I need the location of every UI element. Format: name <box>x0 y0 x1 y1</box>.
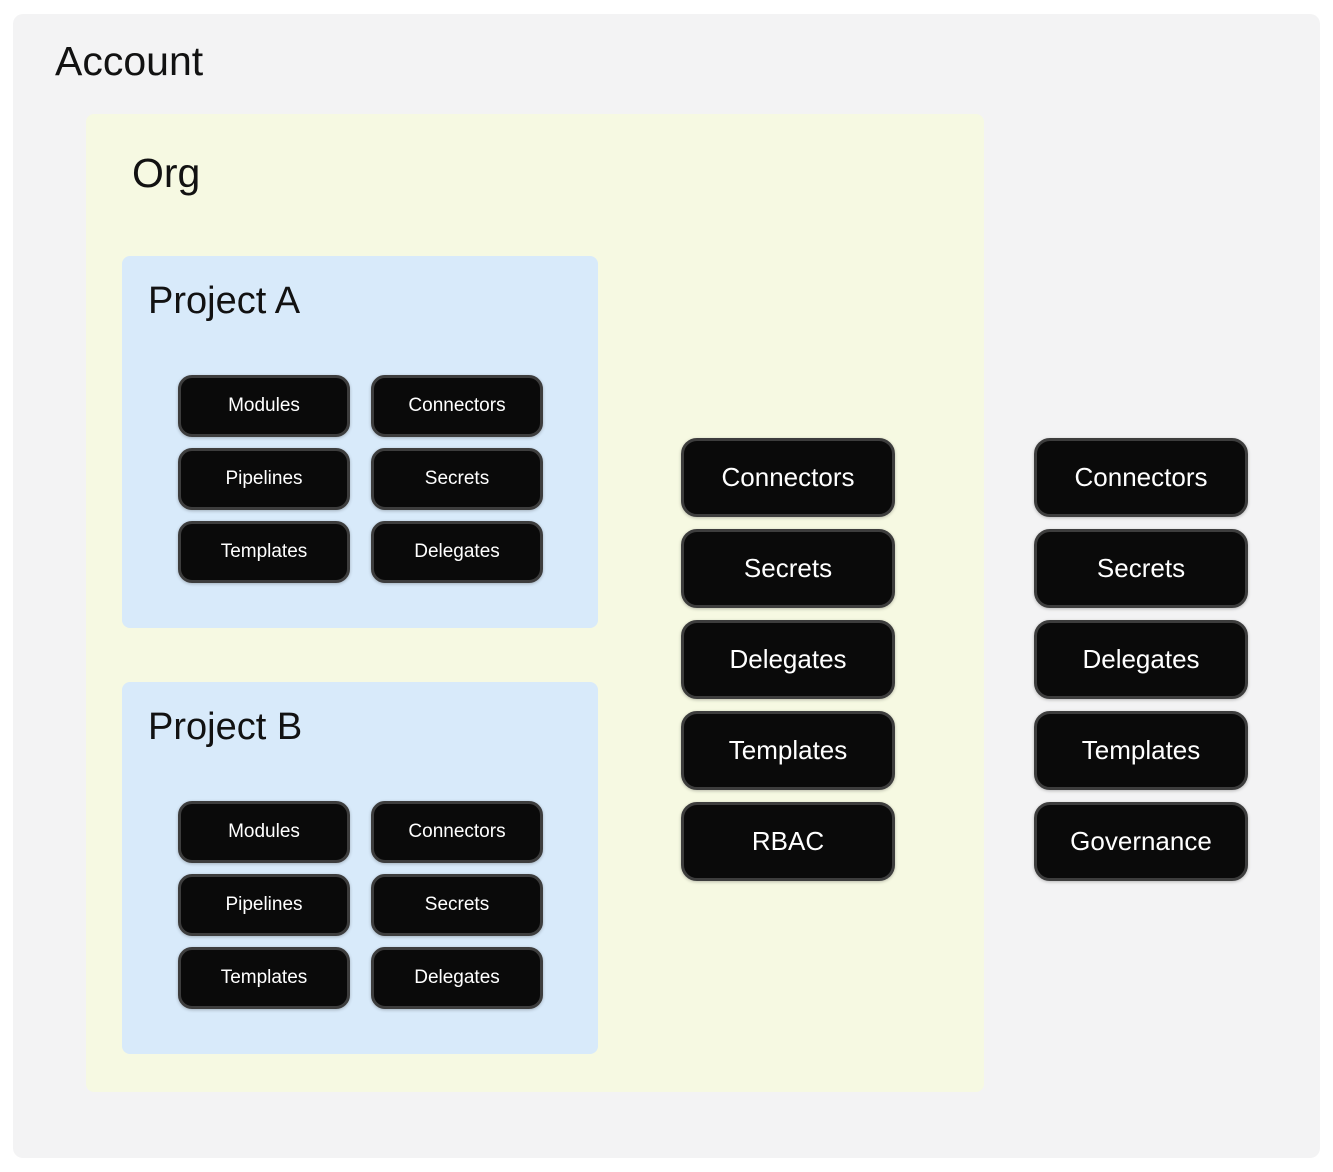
project-b-chip-secrets: Secrets <box>371 874 543 936</box>
project-a-chip-delegates: Delegates <box>371 521 543 583</box>
project-b-chip-pipelines: Pipelines <box>178 874 350 936</box>
account-chip-governance: Governance <box>1034 802 1248 881</box>
project-a-scope-box: Project A Modules Connectors Pipelines S… <box>122 256 598 628</box>
account-chip-delegates: Delegates <box>1034 620 1248 699</box>
project-b-scope-box: Project B Modules Connectors Pipelines S… <box>122 682 598 1054</box>
account-title: Account <box>55 38 204 84</box>
project-b-chip-connectors: Connectors <box>371 801 543 863</box>
project-b-title: Project B <box>148 706 303 748</box>
org-title: Org <box>132 150 201 196</box>
org-chip-connectors: Connectors <box>681 438 895 517</box>
project-a-chip-templates: Templates <box>178 521 350 583</box>
project-b-chip-templates: Templates <box>178 947 350 1009</box>
org-scope-box: Org Project A Modules Connectors Pipelin… <box>86 114 984 1092</box>
account-scope-box: Account Org Project A Modules Connectors… <box>13 14 1320 1158</box>
project-a-chip-modules: Modules <box>178 375 350 437</box>
project-a-resource-grid: Modules Connectors Pipelines Secrets Tem… <box>178 375 543 583</box>
account-chip-secrets: Secrets <box>1034 529 1248 608</box>
project-b-chip-delegates: Delegates <box>371 947 543 1009</box>
project-b-chip-modules: Modules <box>178 801 350 863</box>
project-b-resource-grid: Modules Connectors Pipelines Secrets Tem… <box>178 801 543 1009</box>
project-a-chip-pipelines: Pipelines <box>178 448 350 510</box>
org-chip-rbac: RBAC <box>681 802 895 881</box>
org-chip-secrets: Secrets <box>681 529 895 608</box>
org-chip-delegates: Delegates <box>681 620 895 699</box>
project-a-title: Project A <box>148 280 301 322</box>
project-a-chip-secrets: Secrets <box>371 448 543 510</box>
account-chip-connectors: Connectors <box>1034 438 1248 517</box>
project-a-chip-connectors: Connectors <box>371 375 543 437</box>
account-resource-column: Connectors Secrets Delegates Templates G… <box>1034 438 1248 881</box>
account-chip-templates: Templates <box>1034 711 1248 790</box>
org-resource-column: Connectors Secrets Delegates Templates R… <box>681 438 895 881</box>
org-chip-templates: Templates <box>681 711 895 790</box>
